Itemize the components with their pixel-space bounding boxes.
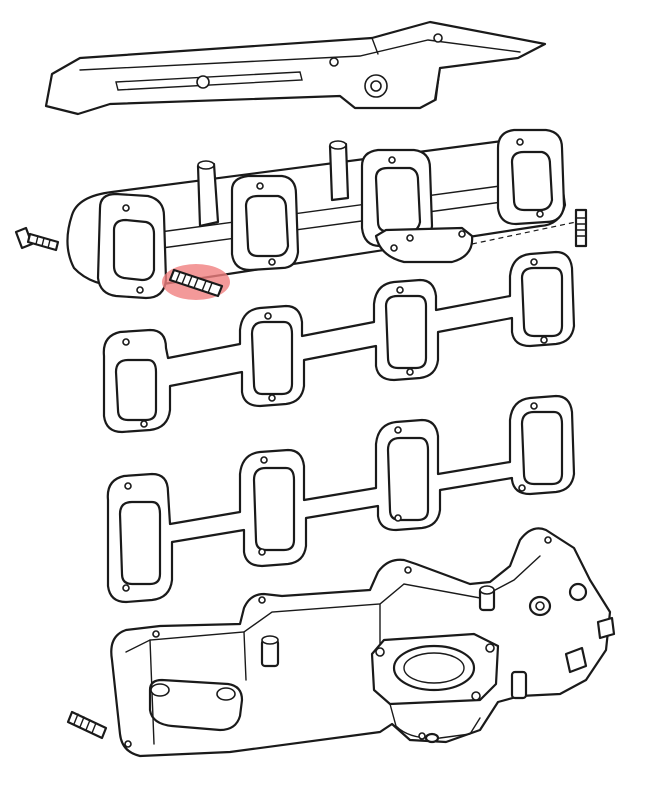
gasket-lower (106, 394, 576, 604)
lower-exhaust-manifold (110, 527, 616, 758)
stud-right (574, 208, 588, 248)
gasket-upper (102, 250, 576, 434)
stud-lower-left (66, 710, 108, 740)
heat-shield (44, 20, 547, 116)
highlighted-stud (162, 264, 230, 300)
upper-exhaust-manifold (66, 128, 577, 300)
bolt-left (14, 226, 60, 252)
